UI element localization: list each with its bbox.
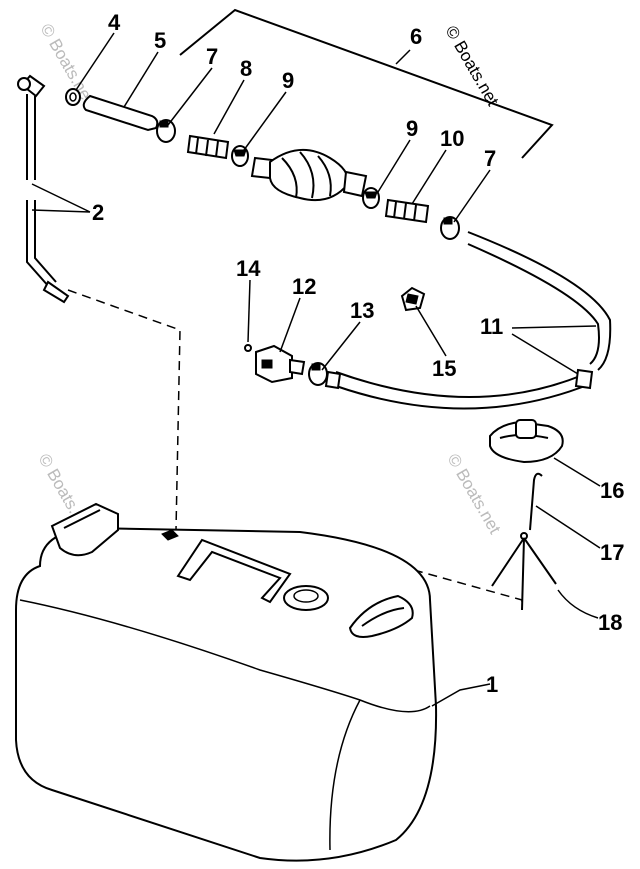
long-fuel-hose-lower <box>335 371 591 410</box>
callout-4: 4 <box>108 10 121 35</box>
callout-7-top-left: 7 <box>206 44 218 69</box>
vent-bracket <box>491 532 557 611</box>
callout-12: 12 <box>292 274 316 299</box>
retaining-clip-left <box>231 145 249 167</box>
fuel-tank <box>15 502 438 862</box>
chain-hook <box>529 472 543 531</box>
callout-18: 18 <box>598 610 622 635</box>
leader-lines <box>31 32 601 707</box>
callout-11: 11 <box>480 314 503 339</box>
connector-fitting-right <box>384 198 430 224</box>
callout-labels: 4 5 6 7 8 9 9 10 7 2 14 12 13 11 15 16 1… <box>92 10 624 697</box>
short-hose <box>82 94 159 132</box>
callout-6: 6 <box>410 24 422 49</box>
assembly-bracket <box>179 8 554 159</box>
clamp-ring <box>65 88 81 106</box>
assembly-line-fitting <box>67 289 181 531</box>
retaining-clip-right <box>362 187 380 209</box>
callout-13: 13 <box>350 298 374 323</box>
callout-17: 17 <box>600 540 624 565</box>
elbow-fitting <box>17 74 46 180</box>
callout-16: 16 <box>600 478 624 503</box>
callout-9-top-left: 9 <box>282 68 294 93</box>
hose-clamp-right <box>440 216 460 240</box>
callout-14: 14 <box>236 256 261 281</box>
callout-2: 2 <box>92 200 104 225</box>
callout-15: 15 <box>432 356 456 381</box>
filler-cap <box>489 419 564 464</box>
long-fuel-hose <box>467 231 612 371</box>
fuel-line-tube <box>26 200 70 304</box>
callout-10: 10 <box>440 126 464 151</box>
o-ring <box>244 344 252 352</box>
callout-8: 8 <box>240 56 252 81</box>
callout-9-top-right: 9 <box>406 116 418 141</box>
callout-7-top-right: 7 <box>484 146 496 171</box>
primer-bulb <box>250 148 368 202</box>
callout-1: 1 <box>486 672 498 697</box>
hose-clamp-left <box>156 119 176 143</box>
small-clamp-fitting <box>400 286 426 312</box>
tank-connector <box>255 344 306 384</box>
watermark-mid-right: © Boats.net <box>444 451 505 538</box>
connector-fitting-left <box>186 134 230 160</box>
callout-5: 5 <box>154 28 166 53</box>
